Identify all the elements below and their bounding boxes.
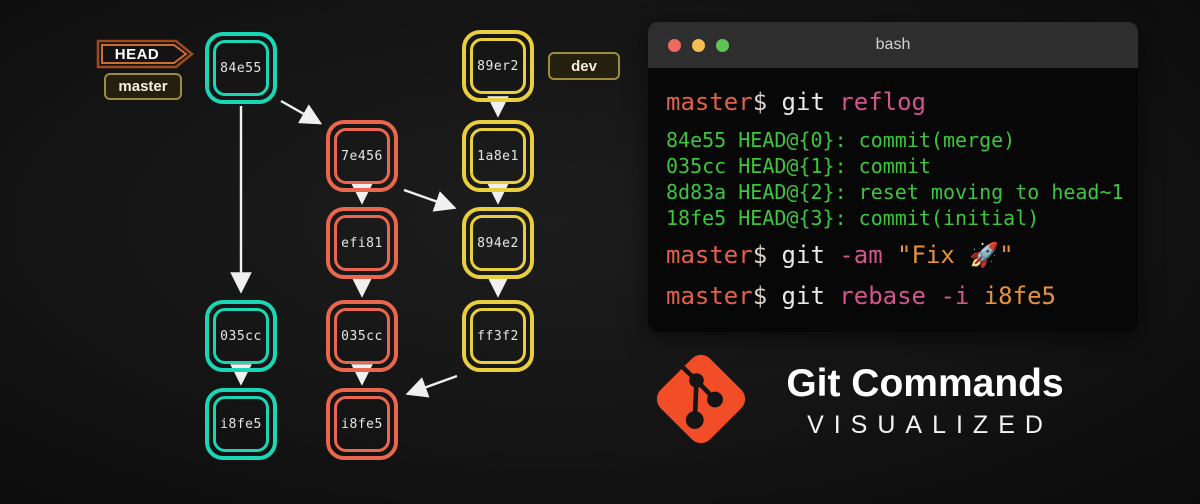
minimize-button[interactable] — [692, 38, 705, 52]
prompt-branch: master — [666, 282, 753, 310]
commit-node-1a8e1: 1a8e1 — [462, 120, 534, 192]
commit-node-89er2: 89er2 — [462, 30, 534, 102]
commit-node-i8fe5-feature: i8fe5 — [326, 388, 398, 460]
commit-node-035cc-master: 035cc — [205, 300, 277, 372]
terminal-titlebar: bash — [648, 22, 1138, 68]
commit-node-ff3f2: ff3f2 — [462, 300, 534, 372]
branch-tag-dev: dev — [548, 52, 620, 80]
commit-node-7e456: 7e456 — [326, 120, 398, 192]
head-pointer-tag: HEAD — [96, 39, 194, 69]
git-logo-icon — [656, 354, 746, 444]
branding: Git Commands VISUALIZED — [768, 362, 1082, 440]
prompt-symbol: $ — [752, 282, 768, 310]
commit-node-i8fe5-master: i8fe5 — [205, 388, 277, 460]
brand-subtitle: VISUALIZED — [807, 411, 1053, 439]
reflog-output-line: 18fe5 HEAD@{3}: commit(initial) — [666, 206, 1040, 230]
commit-node-efi81: efi81 — [326, 207, 398, 279]
reflog-output-line: 035cc HEAD@{1}: commit — [666, 154, 931, 178]
reflog-output-line: 84e55 HEAD@{0}: commit(merge) — [666, 128, 1016, 152]
commit-node-035cc-feature: 035cc — [326, 300, 398, 372]
head-tag-label: HEAD — [114, 45, 160, 63]
close-button[interactable] — [668, 38, 681, 52]
head-arrow-outline-icon — [96, 39, 194, 69]
zoom-button[interactable] — [716, 38, 729, 52]
commit-node-84e55: 84e55 — [205, 32, 277, 104]
prompt-symbol: $ — [752, 241, 768, 269]
window-controls — [668, 38, 729, 52]
branch-tag-master: master — [104, 73, 182, 100]
commit-graph-arrows — [230, 96, 509, 398]
terminal-title: bash — [875, 36, 911, 53]
reflog-output-line: 8d83a HEAD@{2}: reset moving to head~1 — [666, 180, 1124, 204]
commit-node-894e2: 894e2 — [462, 207, 534, 279]
brand-title: Git Commands — [786, 362, 1064, 405]
prompt-branch: master — [666, 241, 753, 269]
terminal-command-commit: master$git-am"Fix 🚀" — [666, 241, 1014, 269]
prompt-symbol: $ — [752, 88, 768, 116]
prompt-branch: master — [666, 88, 753, 116]
